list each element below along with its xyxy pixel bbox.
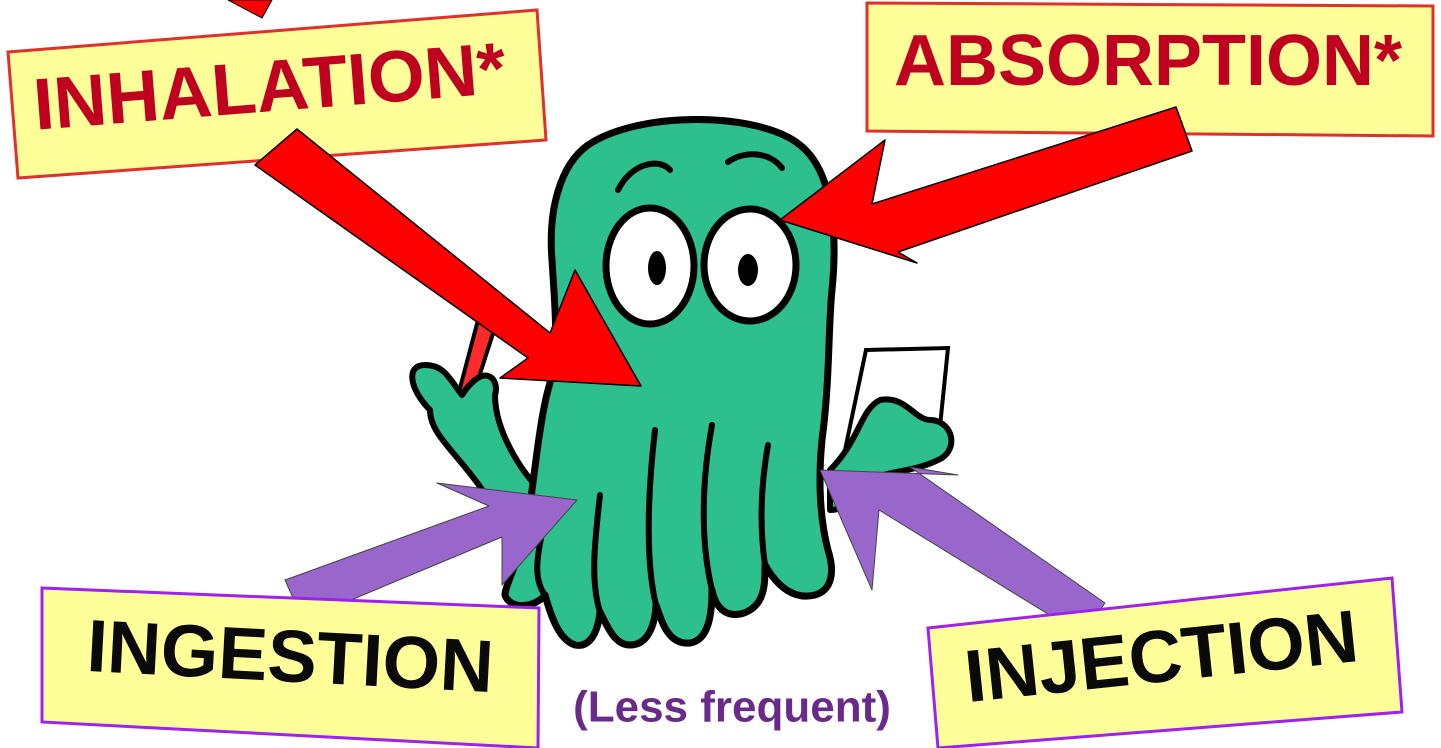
ingestion-label: INGESTION	[42, 588, 539, 748]
absorption-text: ABSORPTION*	[894, 21, 1402, 101]
less-frequent-note: (Less frequent)	[573, 683, 891, 732]
injection-label: INJECTION	[928, 578, 1402, 748]
injection-arrow	[820, 467, 1105, 635]
octopus-body	[505, 119, 834, 645]
right-eye	[704, 209, 796, 321]
left-eye	[606, 208, 694, 324]
partial-arrow-top	[228, 0, 272, 18]
